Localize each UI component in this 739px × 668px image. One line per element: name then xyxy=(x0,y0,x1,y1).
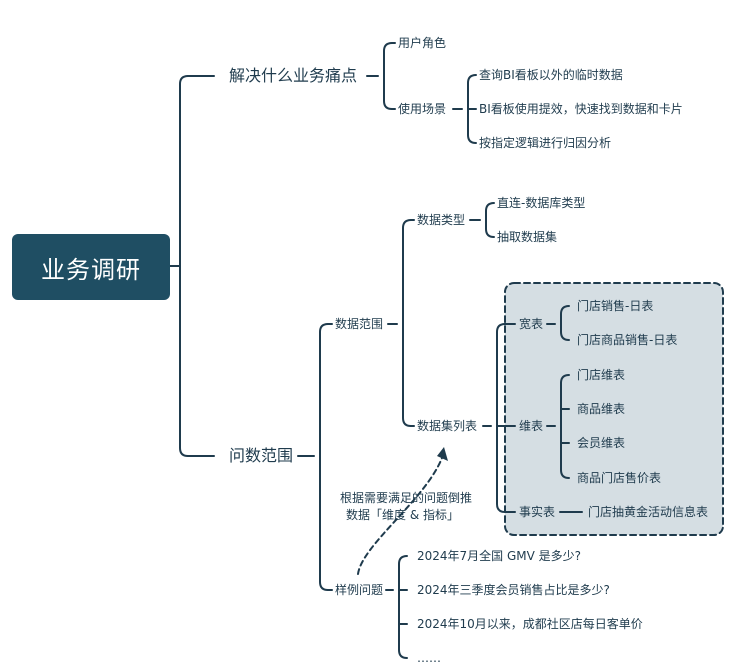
root-bracket xyxy=(179,75,189,457)
role-node[interactable]: 用户角色 xyxy=(398,36,447,50)
dim-node[interactable]: 维表 xyxy=(519,419,544,433)
annotation-line-1: 根据需要满足的问题倒推 xyxy=(340,491,473,505)
data-scope-node[interactable]: 数据范围 xyxy=(335,317,384,331)
dim-bracket xyxy=(560,374,570,479)
scenario-item-2[interactable]: BI看板使用提效，快速找到数据和卡片 xyxy=(479,102,683,116)
dataset-highlight-box xyxy=(504,282,724,536)
wide-node[interactable]: 宽表 xyxy=(519,317,544,331)
sample-node[interactable]: 样例问题 xyxy=(335,583,384,597)
scenario-item-3[interactable]: 按指定逻辑进行归因分析 xyxy=(479,136,612,150)
scope-bracket xyxy=(319,323,329,591)
annotation-arrow-head xyxy=(437,447,448,461)
sample-item-4[interactable]: …… xyxy=(417,651,441,665)
annotation-arrow xyxy=(357,457,443,575)
root-node[interactable]: 业务调研 xyxy=(12,234,170,300)
sample-item-1[interactable]: 2024年7月全国 GMV 是多少? xyxy=(417,549,582,563)
dim-item-3[interactable]: 会员维表 xyxy=(577,436,626,450)
scenario-node[interactable]: 使用场景 xyxy=(398,102,447,116)
data-type-item-1[interactable]: 直连-数据库类型 xyxy=(497,196,586,210)
fact-item-1[interactable]: 门店抽黄金活动信息表 xyxy=(588,505,709,519)
wide-item-1[interactable]: 门店销售-日表 xyxy=(577,299,654,313)
dim-item-2[interactable]: 商品维表 xyxy=(577,402,626,416)
fact-node[interactable]: 事实表 xyxy=(519,505,556,519)
dataset-list-bracket xyxy=(496,323,506,513)
dim-item-1[interactable]: 门店维表 xyxy=(577,368,626,382)
dataset-list-node[interactable]: 数据集列表 xyxy=(417,419,478,433)
sample-bracket xyxy=(398,555,408,659)
annotation-line-2: 数据「维度 & 指标」 xyxy=(346,508,459,522)
data-type-bracket xyxy=(485,202,495,238)
pain-node[interactable]: 解决什么业务痛点 xyxy=(229,66,358,85)
data-scope-bracket xyxy=(402,219,412,427)
scenario-item-1[interactable]: 查询BI看板以外的临时数据 xyxy=(479,68,623,82)
root-label: 业务调研 xyxy=(41,255,141,284)
data-type-node[interactable]: 数据类型 xyxy=(417,213,466,227)
sample-item-3[interactable]: 2024年10月以来，成都社区店每日客单价 xyxy=(417,617,643,631)
wide-item-2[interactable]: 门店商品销售-日表 xyxy=(577,333,678,347)
wide-bracket xyxy=(560,305,570,341)
data-type-item-2[interactable]: 抽取数据集 xyxy=(497,230,558,244)
dim-item-4[interactable]: 商品门店售价表 xyxy=(577,471,662,485)
pain-bracket xyxy=(383,42,393,110)
scope-node[interactable]: 问数范围 xyxy=(229,446,294,465)
sample-item-2[interactable]: 2024年三季度会员销售占比是多少? xyxy=(417,583,610,597)
